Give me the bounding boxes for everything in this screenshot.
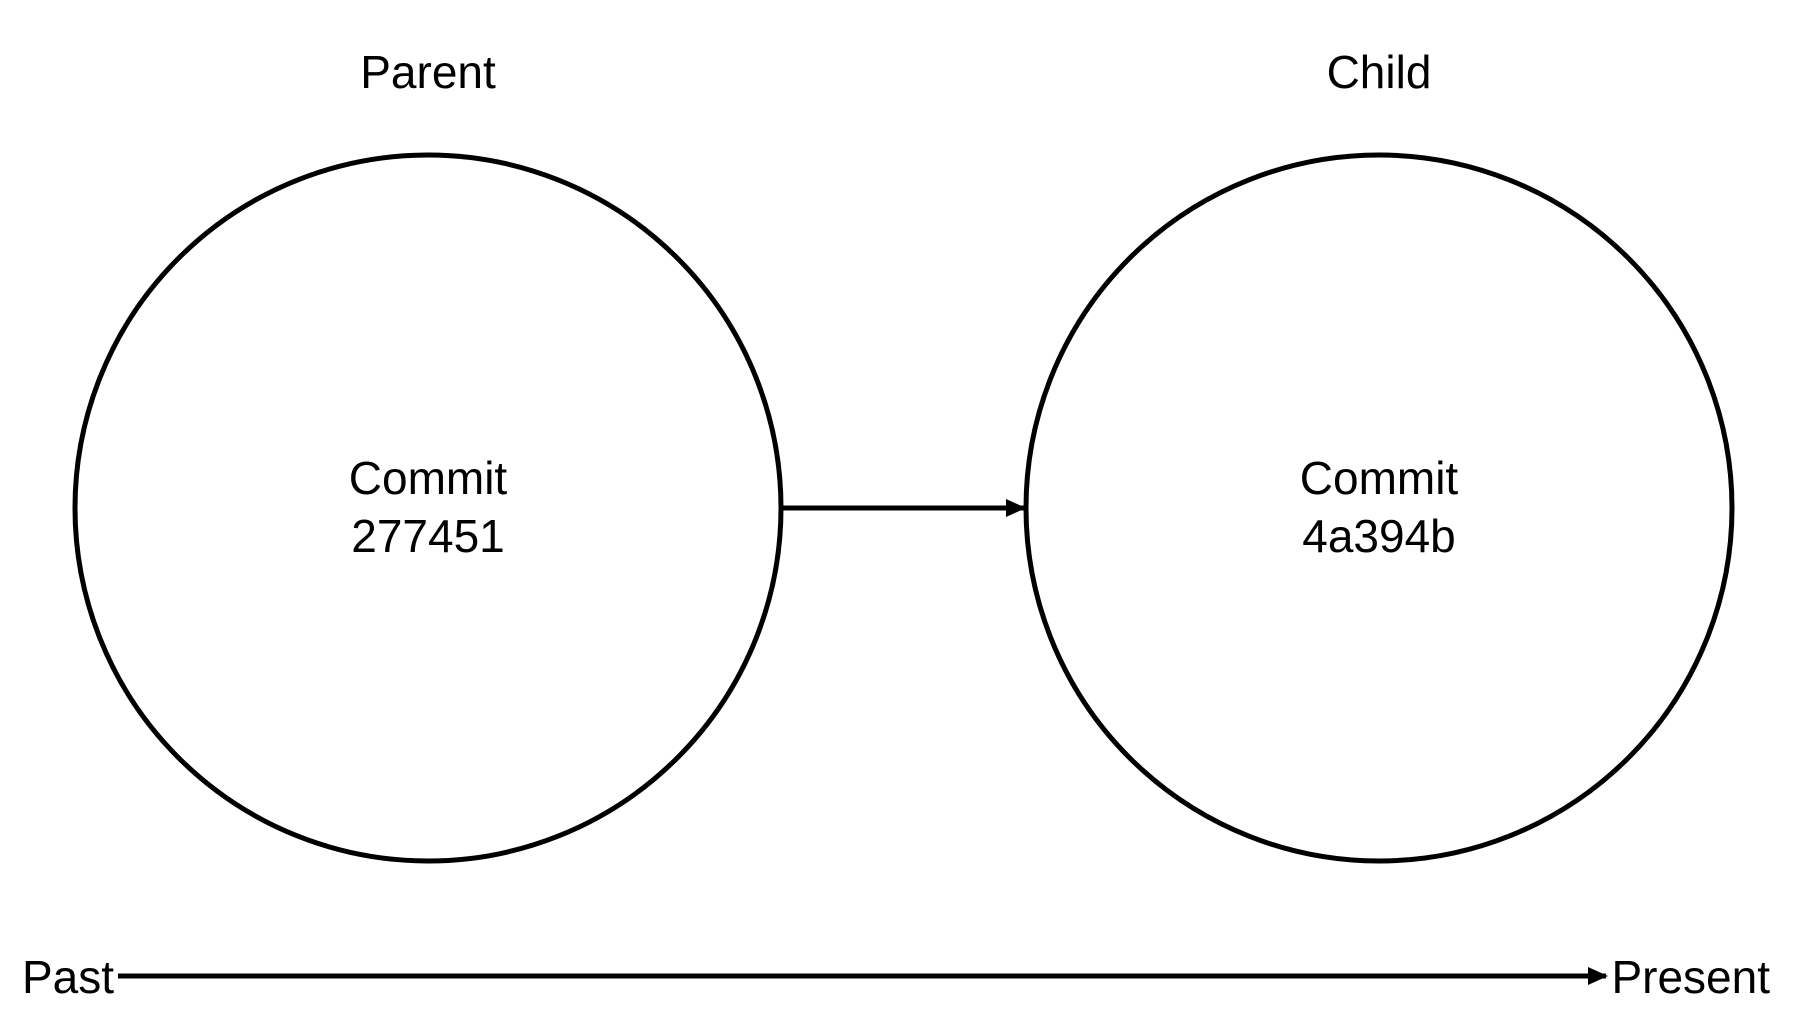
child-commit-hash: 4a394b — [1302, 510, 1456, 562]
child-role-label: Child — [1327, 46, 1432, 98]
parent-commit-node — [72, 152, 784, 864]
parent-commit-label: Commit — [349, 452, 508, 504]
timeline-end-label: Present — [1611, 951, 1770, 1003]
timeline-start-label: Past — [22, 951, 114, 1003]
parent-role-label: Parent — [360, 46, 496, 98]
child-commit-node — [1023, 152, 1735, 864]
parent-commit-hash: 277451 — [351, 510, 505, 562]
child-commit-label: Commit — [1300, 452, 1459, 504]
